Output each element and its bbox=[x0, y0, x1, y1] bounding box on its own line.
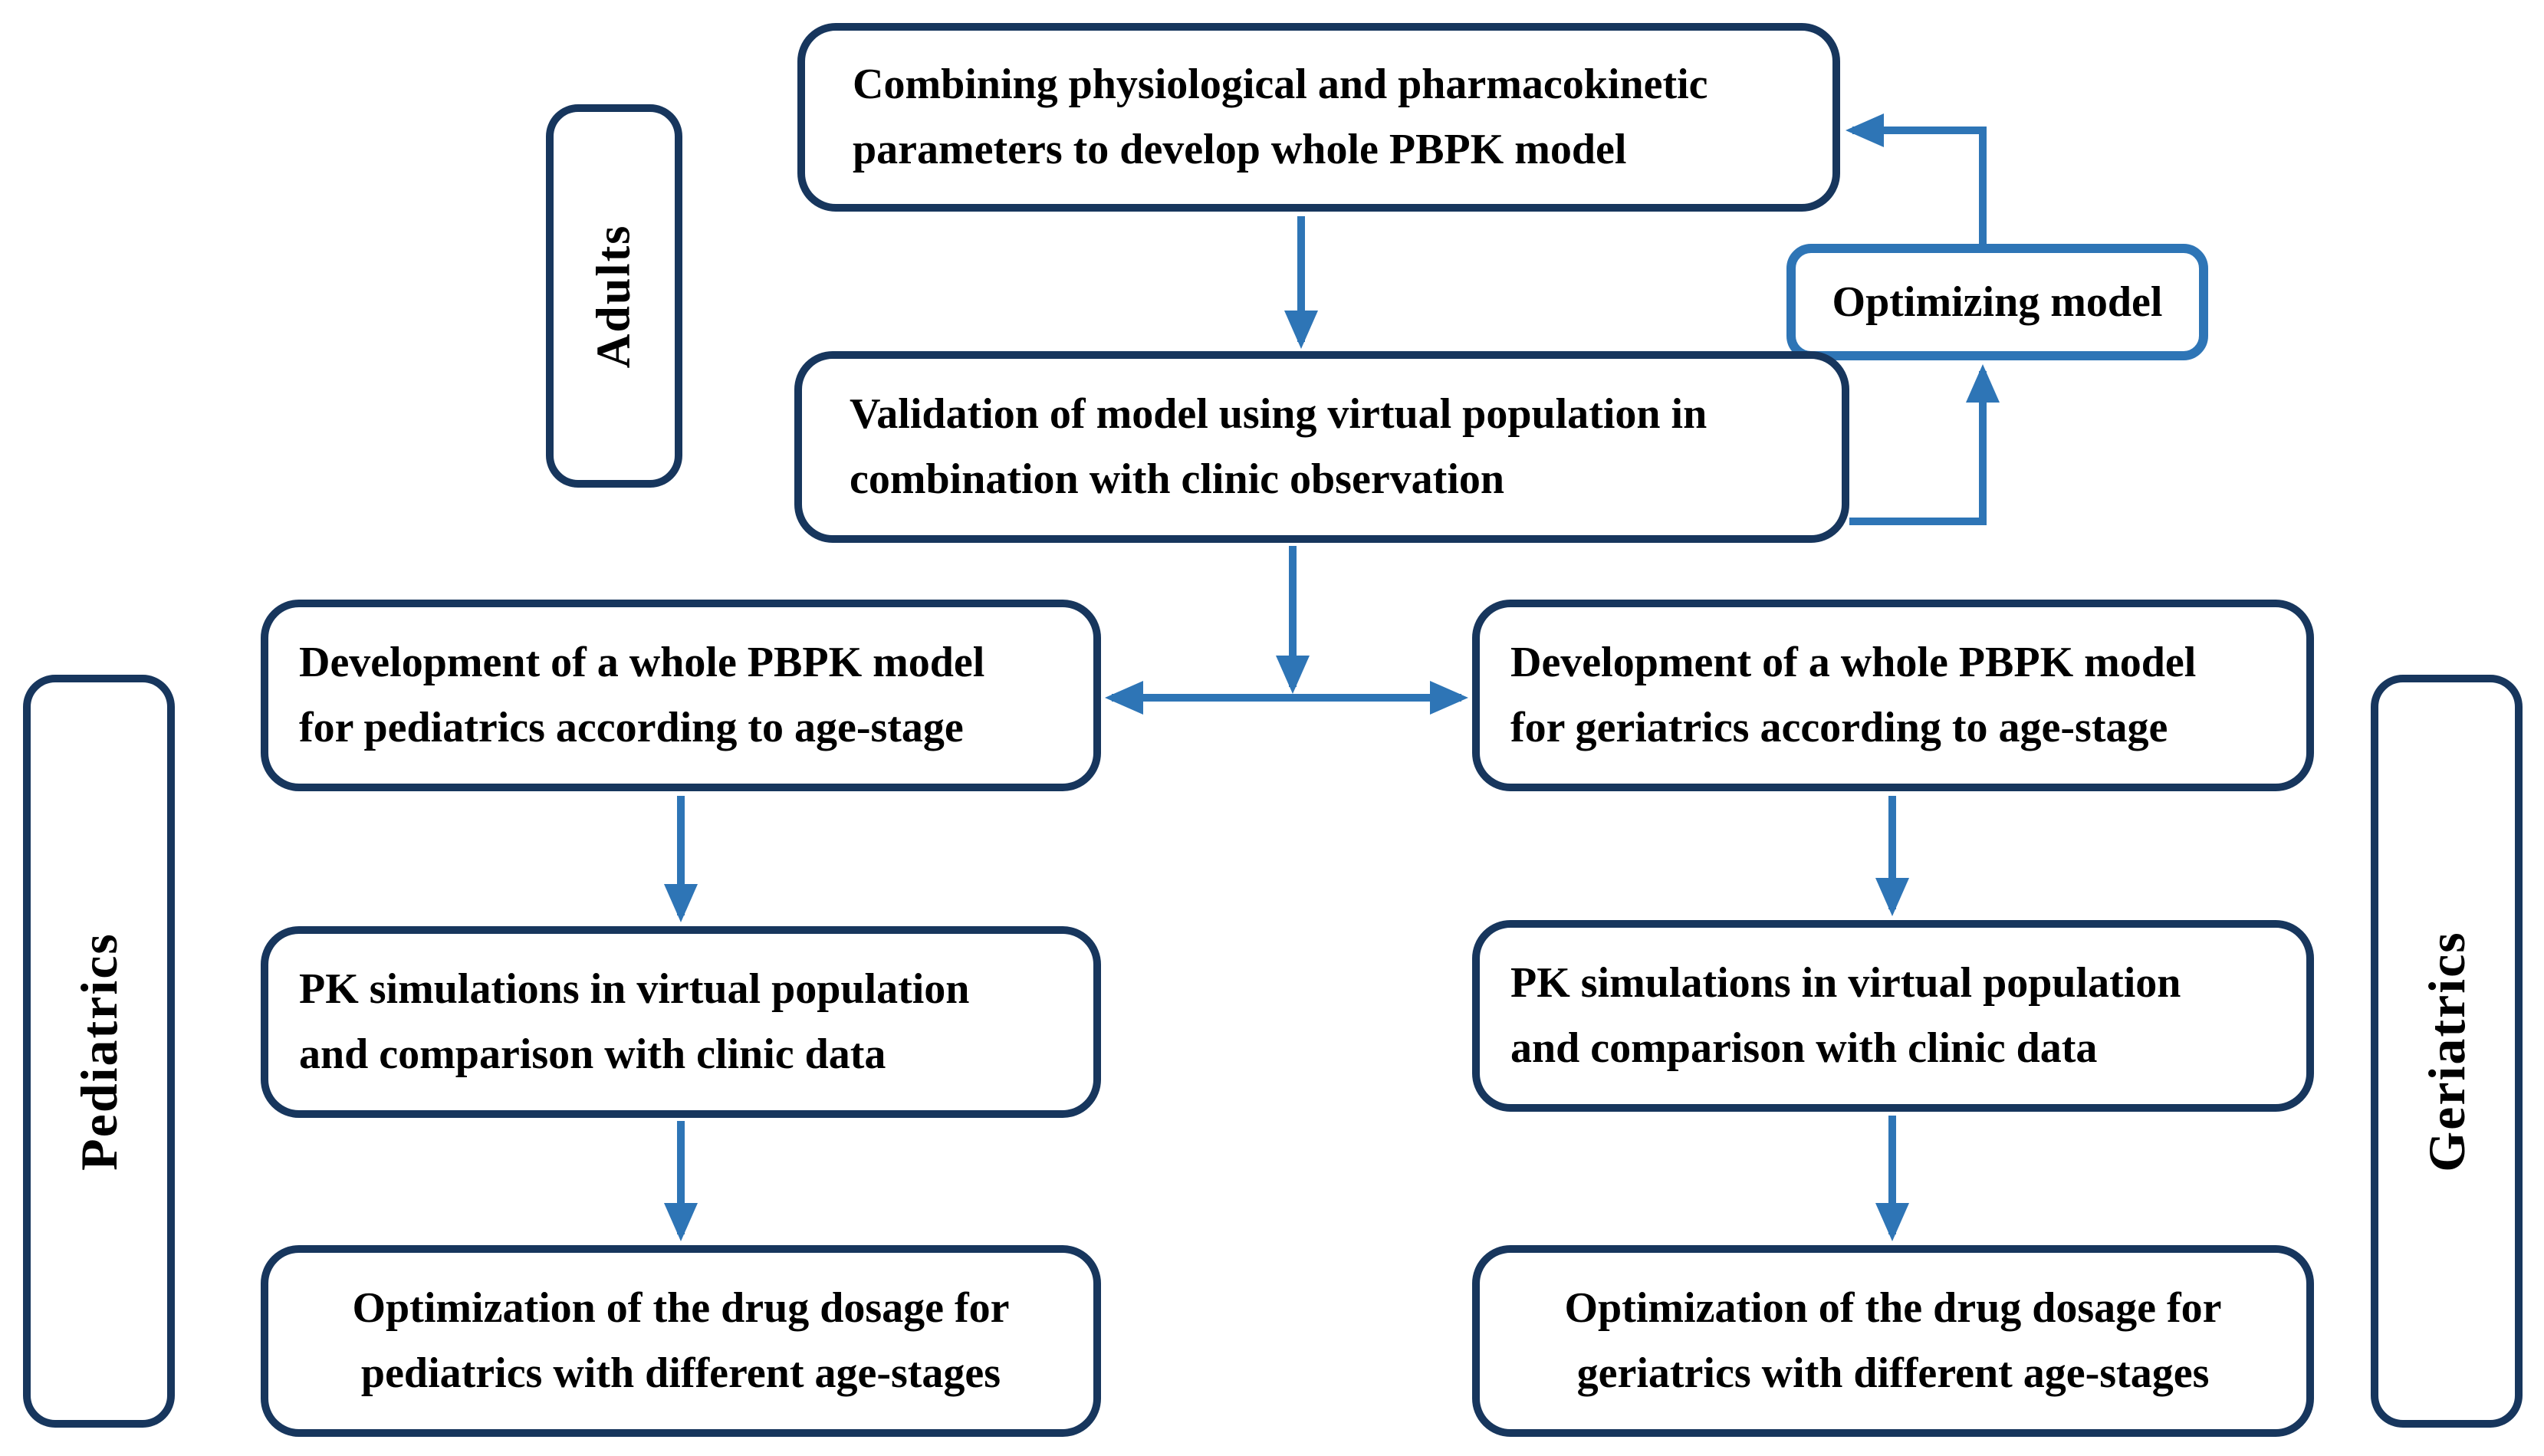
adults-label-box: Adults bbox=[546, 104, 682, 488]
dosage-optimization-geriatrics-line1: Optimization of the drug dosage for bbox=[1564, 1283, 2222, 1332]
combining-parameters-box: Combining physiological and pharmacokine… bbox=[797, 23, 1840, 212]
dosage-optimization-geriatrics-box: Optimization of the drug dosage for geri… bbox=[1472, 1245, 2314, 1437]
geriatrics-label: Geriatrics bbox=[2417, 930, 2476, 1172]
pk-simulations-geriatrics-line2: and comparison with clinic data bbox=[1510, 1024, 2098, 1072]
validation-box: Validation of model using virtual popula… bbox=[794, 351, 1849, 543]
arrow-optimizing-to-combining bbox=[1845, 113, 1987, 244]
dosage-optimization-geriatrics-line2: geriatrics with different age-stages bbox=[1576, 1349, 2210, 1397]
development-geriatrics-line1: Development of a whole PBPK model bbox=[1510, 638, 2197, 686]
pediatrics-label: Pediatrics bbox=[69, 932, 128, 1171]
validation-line1: Validation of model using virtual popula… bbox=[850, 389, 1708, 438]
dosage-optimization-pediatrics-box: Optimization of the drug dosage for pedi… bbox=[261, 1245, 1101, 1437]
pk-simulations-pediatrics-box: PK simulations in virtual population and… bbox=[261, 926, 1101, 1118]
development-geriatrics-line2: for geriatrics according to age-stage bbox=[1510, 704, 2168, 751]
geriatrics-label-box: Geriatrics bbox=[2371, 675, 2523, 1428]
development-pediatrics-line1: Development of a whole PBPK model bbox=[299, 638, 985, 686]
pk-simulations-pediatrics-line2: and comparison with clinic data bbox=[299, 1030, 886, 1078]
optimizing-model-label: Optimizing model bbox=[1832, 278, 2163, 326]
arrow-validation-to-optimizing bbox=[1849, 363, 2000, 525]
combining-parameters-line1: Combining physiological and pharmacokine… bbox=[853, 60, 1708, 108]
development-geriatrics-box: Development of a whole PBPK model for ge… bbox=[1472, 600, 2314, 791]
optimizing-model-box: Optimizing model bbox=[1786, 244, 2208, 360]
development-pediatrics-line2: for pediatrics according to age-stage bbox=[299, 704, 964, 751]
pk-simulations-pediatrics-line1: PK simulations in virtual population bbox=[299, 965, 970, 1013]
adults-label: Adults bbox=[587, 224, 640, 368]
dosage-optimization-pediatrics-line1: Optimization of the drug dosage for bbox=[352, 1283, 1010, 1332]
pediatrics-label-box: Pediatrics bbox=[23, 675, 175, 1428]
pk-simulations-geriatrics-box: PK simulations in virtual population and… bbox=[1472, 920, 2314, 1112]
development-pediatrics-box: Development of a whole PBPK model for pe… bbox=[261, 600, 1101, 791]
pk-simulations-geriatrics-line1: PK simulations in virtual population bbox=[1510, 958, 2181, 1007]
combining-parameters-line2: parameters to develop whole PBPK model bbox=[853, 126, 1627, 173]
validation-line2: combination with clinic observation bbox=[850, 455, 1505, 503]
dosage-optimization-pediatrics-line2: pediatrics with different age-stages bbox=[360, 1349, 1001, 1397]
